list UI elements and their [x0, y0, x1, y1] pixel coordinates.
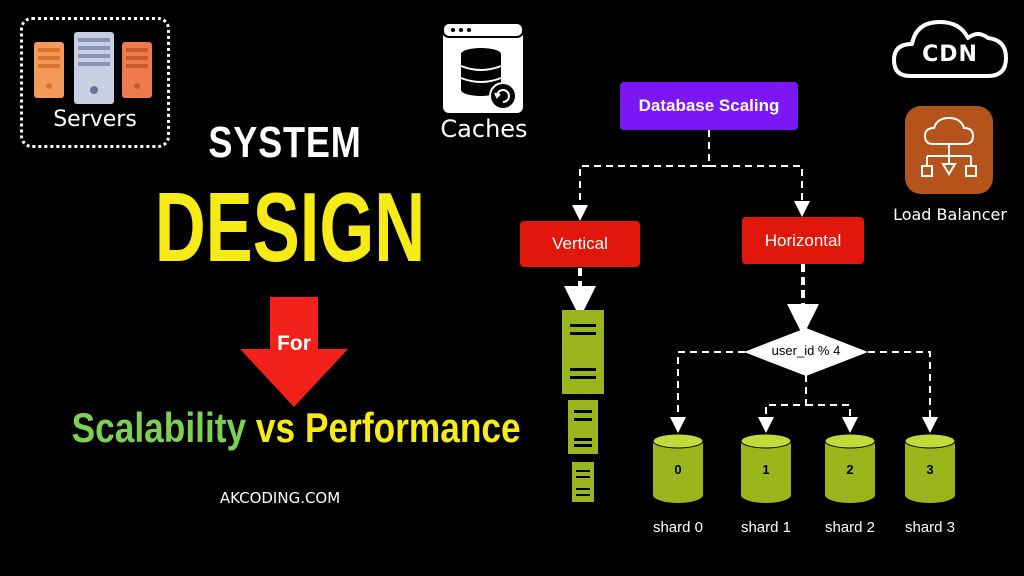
- down-arrow-icon: [240, 297, 348, 407]
- shard-0-id: 0: [674, 462, 681, 477]
- server-medium-icon: [568, 400, 598, 454]
- shard-2-cylinder-icon: 2: [824, 433, 876, 503]
- edge-router-shard0: [670, 351, 745, 433]
- shard-0-label: shard 0: [652, 519, 704, 536]
- load-balancer-icon: [905, 106, 993, 194]
- shard-2-label: shard 2: [824, 519, 876, 536]
- server-large-icon: [562, 310, 604, 394]
- database-scaling-node: Database Scaling: [620, 82, 798, 130]
- cloud-icon: [892, 20, 1008, 78]
- subtitle-scalability: Scalability: [71, 404, 247, 451]
- cdn-label: CDN: [922, 42, 978, 67]
- subtitle-vs-performance: vs Performance: [255, 404, 521, 451]
- shard-1-id: 1: [762, 462, 769, 477]
- server-blue-middle-icon: [74, 32, 114, 104]
- website-label: AKCODING.COM: [219, 489, 341, 507]
- shard-3-id: 3: [926, 462, 933, 477]
- vertical-servers-icon: [562, 310, 604, 502]
- router-label: user_id % 4: [771, 343, 841, 358]
- shard-3-label: shard 3: [904, 519, 956, 536]
- vertical-node: Vertical: [520, 221, 640, 267]
- edge-router-shard3: [868, 351, 938, 433]
- shard-0-cylinder-icon: 0: [652, 433, 704, 503]
- server-orange-right-icon: [122, 42, 152, 98]
- title-design: DESIGN: [154, 172, 426, 282]
- for-label: For: [277, 332, 311, 355]
- server-small-icon: [572, 462, 594, 502]
- shard-1-cylinder-icon: 1: [740, 433, 792, 503]
- edge-root-horizontal: [709, 165, 810, 217]
- edge-router-shard1: [758, 375, 807, 433]
- server-orange-left-icon: [34, 42, 64, 98]
- database-cache-icon: [442, 22, 524, 113]
- servers-label: Servers: [53, 107, 137, 132]
- caches-label: Caches: [440, 115, 528, 143]
- server-rack-icon: [34, 32, 152, 104]
- edge-root-vertical: [572, 130, 710, 221]
- horizontal-node: Horizontal: [742, 217, 864, 264]
- shard-1-label: shard 1: [740, 519, 792, 536]
- servers-frame: [20, 17, 170, 148]
- router-diamond: [744, 328, 868, 376]
- shard-3-cylinder-icon: 3: [904, 433, 956, 503]
- edge-router-shard2: [806, 404, 858, 433]
- shard-2-id: 2: [846, 462, 853, 477]
- title-system: SYSTEM: [208, 118, 362, 167]
- load-balancer-label: Load Balancer: [893, 205, 1007, 224]
- subtitle: Scalability vs Performance: [71, 404, 521, 452]
